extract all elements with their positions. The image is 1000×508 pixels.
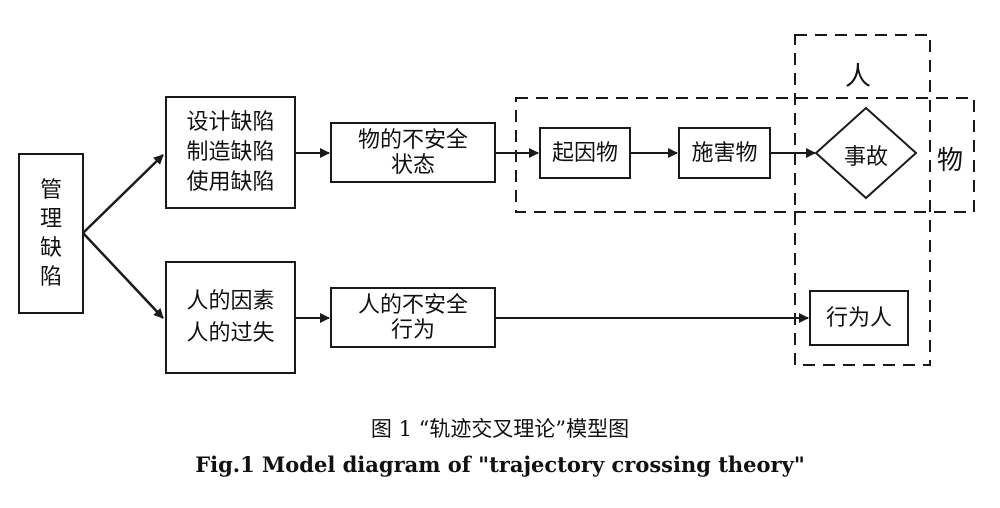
person-region-label: 人	[845, 62, 872, 92]
object-region-label: 物	[937, 146, 964, 176]
unsafe-state-box: 物的不安全 状态	[330, 122, 496, 183]
causative-object-box: 起因物	[539, 127, 631, 179]
actor-box: 行为人	[809, 290, 909, 346]
human-factors-box: 人的因素 人的过失	[165, 261, 296, 374]
arrow-management-to-human	[82, 232, 164, 319]
human-factors-label: 人的因素 人的过失	[186, 288, 275, 346]
unsafe-behavior-label: 人的不安全 行为	[357, 292, 468, 343]
management-defect-box: 管 理 缺 陷	[18, 153, 84, 314]
accident-label: 事故	[843, 145, 888, 170]
accident-diamond	[814, 106, 918, 200]
actor-label: 行为人	[825, 305, 892, 331]
causative-object-label: 起因物	[551, 140, 618, 166]
management-defect-label: 管 理 缺 陷	[39, 177, 62, 290]
harmful-object-label: 施害物	[691, 140, 758, 166]
design-defects-box: 设计缺陷 制造缺陷 使用缺陷	[165, 96, 296, 209]
object-region-dashed-box	[515, 97, 975, 213]
harmful-object-box: 施害物	[678, 127, 771, 179]
person-region-dashed-box	[794, 34, 931, 366]
design-defects-label: 设计缺陷 制造缺陷 使用缺陷	[186, 109, 275, 195]
caption-chinese: 图 1 “轨迹交叉理论”模型图	[370, 417, 630, 441]
unsafe-state-label: 物的不安全 状态	[357, 127, 468, 178]
caption-english: Fig.1 Model diagram of "trajectory cross…	[195, 452, 805, 477]
unsafe-behavior-box: 人的不安全 行为	[330, 287, 496, 348]
arrow-management-to-design	[82, 154, 164, 234]
